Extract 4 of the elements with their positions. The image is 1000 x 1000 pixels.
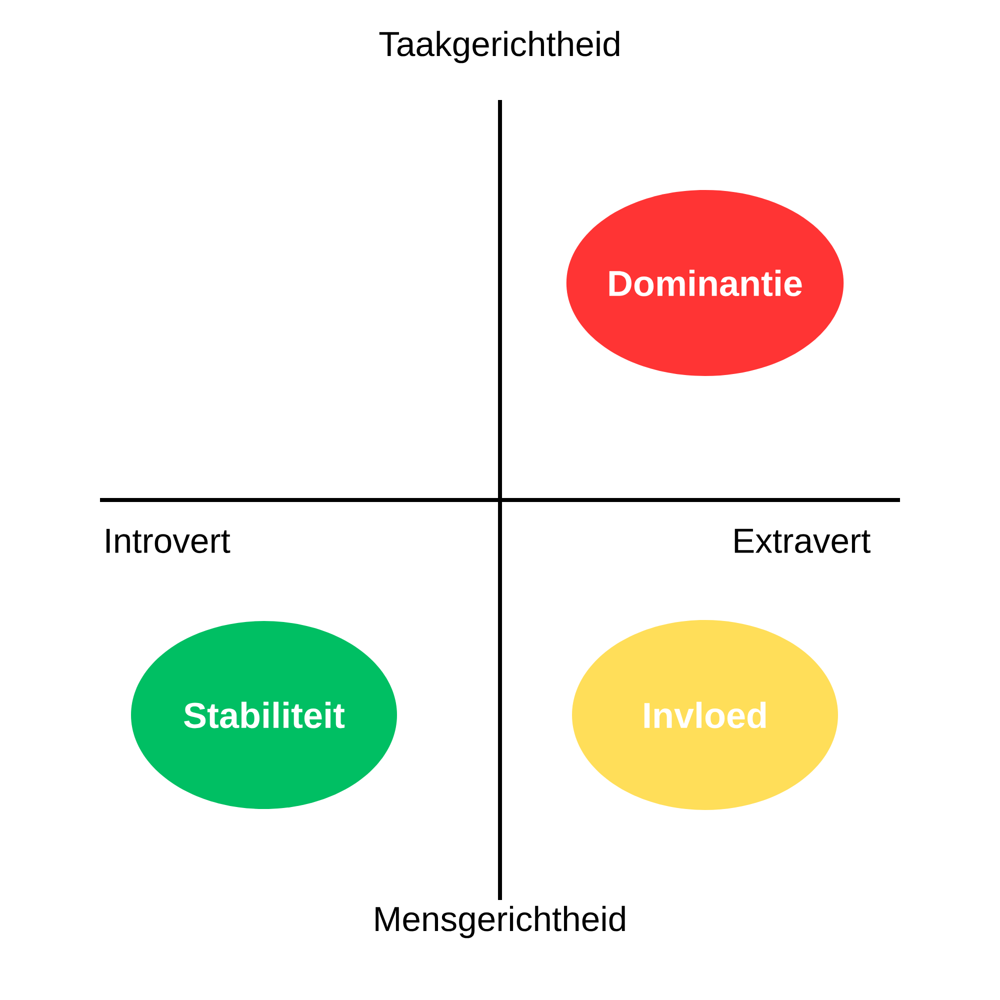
axis-label: Extravert	[734, 528, 870, 554]
axis-label: Taakgerichtheid	[379, 30, 620, 64]
axis-label: Mensgerichtheid	[376, 906, 625, 938]
axis-label: Introvert	[106, 528, 230, 554]
